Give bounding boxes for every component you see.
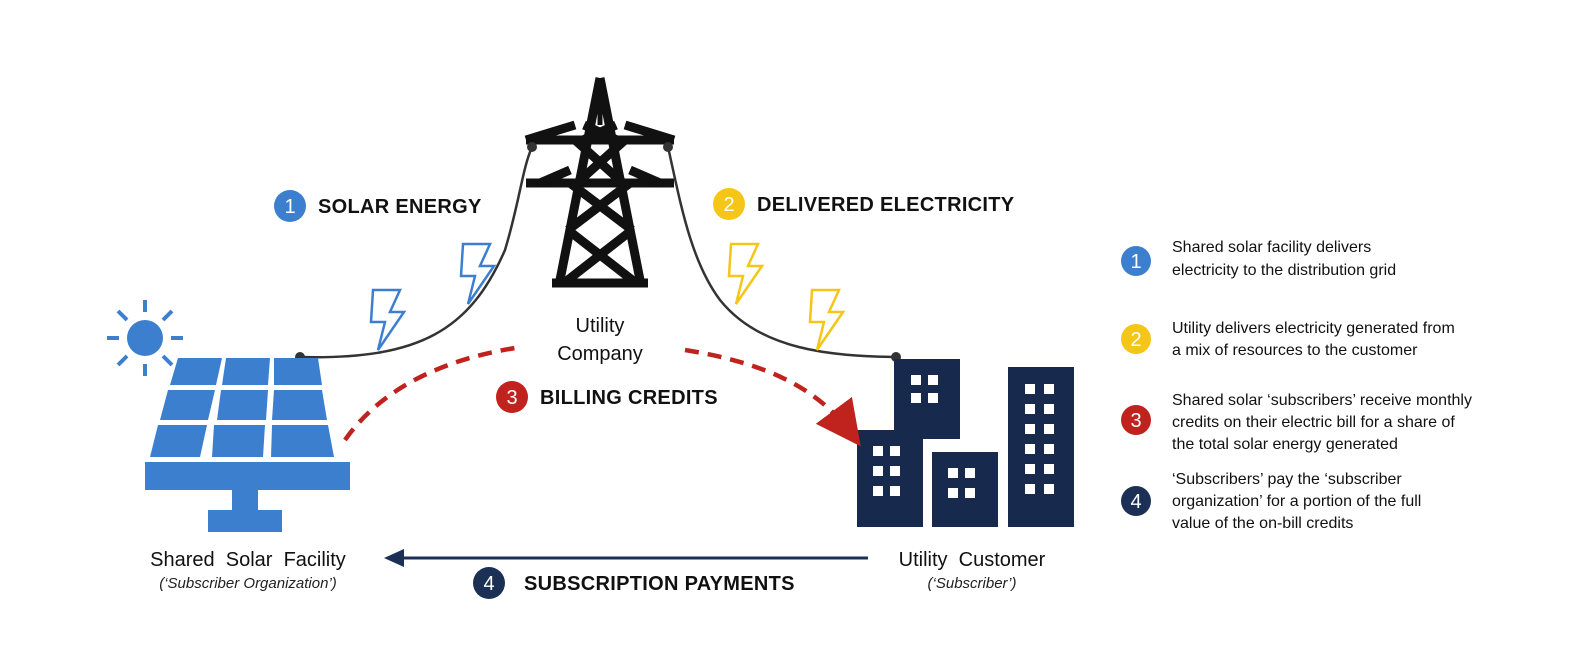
step-label: DELIVERED ELECTRICITY	[757, 194, 1015, 216]
wire-tower-to-buildings	[666, 146, 897, 359]
legend-number: 4	[1130, 491, 1141, 513]
step-subscription-payments: 4 SUBSCRIPTION PAYMENTS	[473, 567, 795, 599]
billing-credit-arrow-right	[684, 347, 861, 447]
step-solar-energy: 1 SOLAR ENERGY	[274, 190, 482, 222]
facility-subtitle: (‘Subscriber Organization’)	[159, 575, 337, 592]
city-buildings-icon	[857, 359, 1074, 527]
legend-number-badge	[1121, 324, 1151, 354]
lightning-bolt-icon	[459, 242, 497, 305]
step-label: SOLAR ENERGY	[318, 196, 482, 218]
step-label: SUBSCRIPTION PAYMENTS	[524, 573, 795, 595]
step-number-badge	[713, 188, 745, 220]
legend-number: 1	[1130, 251, 1141, 273]
legend-text-line: Utility delivers electricity generated f…	[1172, 320, 1455, 337]
legend-item-3: 3 Shared solar ‘subscribers’ receive mon…	[1121, 392, 1472, 453]
step-billing-credits: 3 BILLING CREDITS	[496, 381, 718, 413]
step-number: 3	[506, 387, 517, 409]
legend-item-4: 4 ‘Subscribers’ pay the ‘subscriber orga…	[1121, 471, 1421, 532]
legend-text-line: ‘Subscribers’ pay the ‘subscriber	[1172, 471, 1402, 488]
step-delivered-electricity: 2 DELIVERED ELECTRICITY	[713, 188, 1015, 220]
facility-title: Shared Solar Facility	[150, 549, 346, 571]
step-number-badge	[496, 381, 528, 413]
legend-item-1: 1 Shared solar facility delivers electri…	[1121, 239, 1396, 279]
lightning-bolt-icon	[727, 242, 765, 305]
legend-text-line: Shared solar facility delivers	[1172, 239, 1371, 256]
utility-company-label-line1: Utility	[576, 315, 625, 337]
tower-insulator-left	[527, 142, 537, 152]
legend-text-line: a mix of resources to the customer	[1172, 342, 1418, 359]
legend-item-2: 2 Utility delivers electricity generated…	[1121, 320, 1455, 359]
solar-panel-icon	[145, 358, 350, 532]
legend-text-line: organization’ for a portion of the full	[1172, 493, 1421, 510]
legend-text-line: the total solar energy generated	[1172, 436, 1398, 453]
sun-icon	[107, 300, 183, 376]
step-number: 2	[723, 194, 734, 216]
legend-number-badge	[1121, 405, 1151, 435]
legend: 1 Shared solar facility delivers electri…	[1121, 239, 1472, 532]
legend-number: 3	[1130, 410, 1141, 432]
legend-text-line: credits on their electric bill for a sha…	[1172, 414, 1455, 431]
step-number: 1	[284, 196, 295, 218]
wire-solar-to-tower	[299, 146, 534, 359]
billing-credit-arc-left	[343, 345, 516, 442]
legend-text-line: value of the on-bill credits	[1172, 515, 1353, 532]
customer-subtitle: (‘Subscriber’)	[928, 575, 1017, 592]
lightning-bolt-icon	[369, 288, 407, 351]
legend-number-badge	[1121, 486, 1151, 516]
step-label: BILLING CREDITS	[540, 387, 718, 409]
legend-number-badge	[1121, 246, 1151, 276]
legend-number: 2	[1130, 329, 1141, 351]
step-number-badge	[274, 190, 306, 222]
step-number: 4	[483, 573, 494, 595]
arrow-left-icon	[384, 549, 868, 567]
legend-text-line: Shared solar ‘subscribers’ receive month…	[1172, 392, 1472, 409]
lightning-bolt-icon	[808, 288, 846, 351]
legend-text-line: electricity to the distribution grid	[1172, 262, 1396, 279]
tower-insulator-right	[663, 142, 673, 152]
step-number-badge	[473, 567, 505, 599]
utility-company-label-line2: Company	[557, 343, 643, 365]
customer-title: Utility Customer	[899, 549, 1046, 571]
transmission-tower-icon	[524, 77, 676, 288]
